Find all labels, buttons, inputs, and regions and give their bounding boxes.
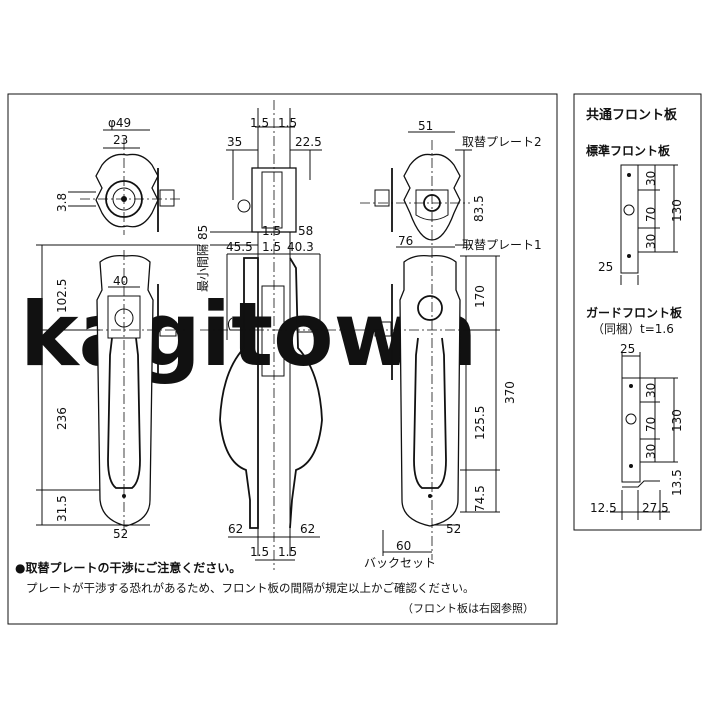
guard-dim-30-a: 30 (644, 383, 658, 398)
side-frame (573, 93, 702, 531)
front-plate-panel: 共通フロント板 標準フロント板 30 70 30 130 25 ガードフロント板… (586, 107, 684, 520)
dim-370: 370 (503, 381, 517, 404)
std-screw-top (627, 173, 631, 177)
guard-plate-subtitle: （同梱）t=1.6 (592, 322, 674, 336)
label-min-gap: 最小間隔 (196, 244, 210, 292)
std-dim-70: 70 (644, 207, 658, 222)
handle-grip-right (413, 337, 447, 489)
middle-view: 1.5 1.5 35 22.5 85 最小間隔 45.5 1.5 58 1.5 … (196, 100, 345, 570)
dim-1-5-top-a: 1.5 (250, 116, 269, 130)
handle-profile-mid-right (289, 257, 323, 529)
note-body: プレートが干渉する恐れがあるため、フロント板の間隔が規定以上かご確認ください。 (26, 581, 475, 595)
guard-dim-130: 130 (670, 409, 684, 432)
dim-76: 76 (398, 234, 413, 248)
left-view: φ49 23 3.8 40 102.5 236 31.5 52 (36, 116, 200, 541)
guard-dim-13-5: 13.5 (670, 469, 684, 496)
deadbolt-left (159, 189, 175, 207)
guard-screw-top (629, 384, 633, 388)
latch-mid (297, 317, 313, 333)
dim-62-a: 62 (228, 522, 243, 536)
std-hole (623, 204, 635, 216)
guard-screw-bot (629, 464, 633, 468)
dim-52-right: 52 (446, 522, 461, 536)
standard-plate-title: 標準フロント板 (586, 143, 671, 158)
dim-1-5-top-b: 1.5 (278, 116, 297, 130)
thumbturn-mid (227, 317, 244, 331)
screw-right (428, 494, 432, 498)
turn-plate-right (415, 189, 449, 221)
std-dim-130: 130 (670, 199, 684, 222)
dim-31-5: 31.5 (55, 495, 69, 522)
dim-236: 236 (55, 407, 69, 430)
dim-45-5: 45.5 (226, 240, 253, 254)
latch-left (159, 321, 177, 337)
dim-60: 60 (396, 539, 411, 553)
side-title: 共通フロント板 (586, 107, 678, 123)
dim-102-5: 102.5 (55, 279, 69, 313)
dim-diameter-49: φ49 (108, 116, 131, 130)
main-frame (7, 93, 558, 625)
std-dim-30-b: 30 (644, 234, 658, 249)
dim-22-5: 22.5 (295, 135, 322, 149)
handle-profile-mid (219, 257, 259, 529)
guard-dim-12-5: 12.5 (590, 501, 617, 515)
dim-23: 23 (113, 133, 128, 147)
dim-58: 58 (298, 224, 313, 238)
upper-lockcase-mid (261, 171, 283, 229)
upper-knob-mid (237, 199, 251, 213)
dim-1-5-mid-b: 1.5 (262, 240, 281, 254)
note-title: ●取替プレートの干渉にご注意ください。 (15, 560, 241, 575)
dim-40-3: 40.3 (287, 240, 314, 254)
thumbturn-right (417, 295, 443, 321)
dim-83-5: 83.5 (472, 195, 486, 222)
note-reference: （フロント板は右図参照） (402, 601, 534, 615)
dim-51: 51 (418, 119, 433, 133)
std-screw-bot (627, 254, 631, 258)
guard-dim-27-5: 27.5 (642, 501, 669, 515)
label-replacement-plate-2: 取替プレート2 (462, 135, 542, 149)
lockcase-mid (261, 285, 285, 377)
dim-3-8: 3.8 (55, 193, 69, 212)
dim-1-5-bot-a: 1.5 (250, 545, 269, 559)
right-view: 51 取替プレート2 83.5 76 取替プレート1 170 370 125.5… (355, 119, 542, 570)
guard-dim-25: 25 (620, 342, 635, 356)
dim-1-5-bot-b: 1.5 (278, 545, 297, 559)
label-backset: バックセット (364, 556, 436, 570)
dim-40: 40 (113, 274, 128, 288)
standard-front-plate (620, 164, 639, 274)
screw-left (122, 494, 126, 498)
dim-62-b: 62 (300, 522, 315, 536)
dim-85: 85 (196, 225, 210, 240)
guard-plate-title: ガードフロント板 (586, 305, 683, 320)
deadbolt-right (374, 189, 390, 207)
cylinder-plate-left (95, 153, 159, 228)
notes: ●取替プレートの干渉にご注意ください。 プレートが干渉する恐れがあるため、フロン… (15, 560, 534, 615)
std-dim-25: 25 (598, 260, 613, 274)
handle-plate-left (96, 254, 154, 527)
guard-dim-70: 70 (644, 417, 658, 432)
dim-125-5: 125.5 (473, 406, 487, 440)
dim-170: 170 (473, 285, 487, 308)
dim-52-left: 52 (113, 527, 128, 541)
dim-35: 35 (227, 135, 242, 149)
guard-dim-30-b: 30 (644, 444, 658, 459)
latch-right (374, 321, 392, 337)
label-replacement-plate-1: 取替プレート1 (462, 238, 542, 252)
guard-profile (622, 480, 660, 488)
std-dim-30-a: 30 (644, 171, 658, 186)
guard-front-plate (621, 377, 641, 483)
dim-1-5-mid-a: 1.5 (262, 224, 281, 238)
replacement-plate-1 (399, 254, 461, 527)
dim-74-5: 74.5 (473, 485, 487, 512)
guard-hole (625, 413, 637, 425)
